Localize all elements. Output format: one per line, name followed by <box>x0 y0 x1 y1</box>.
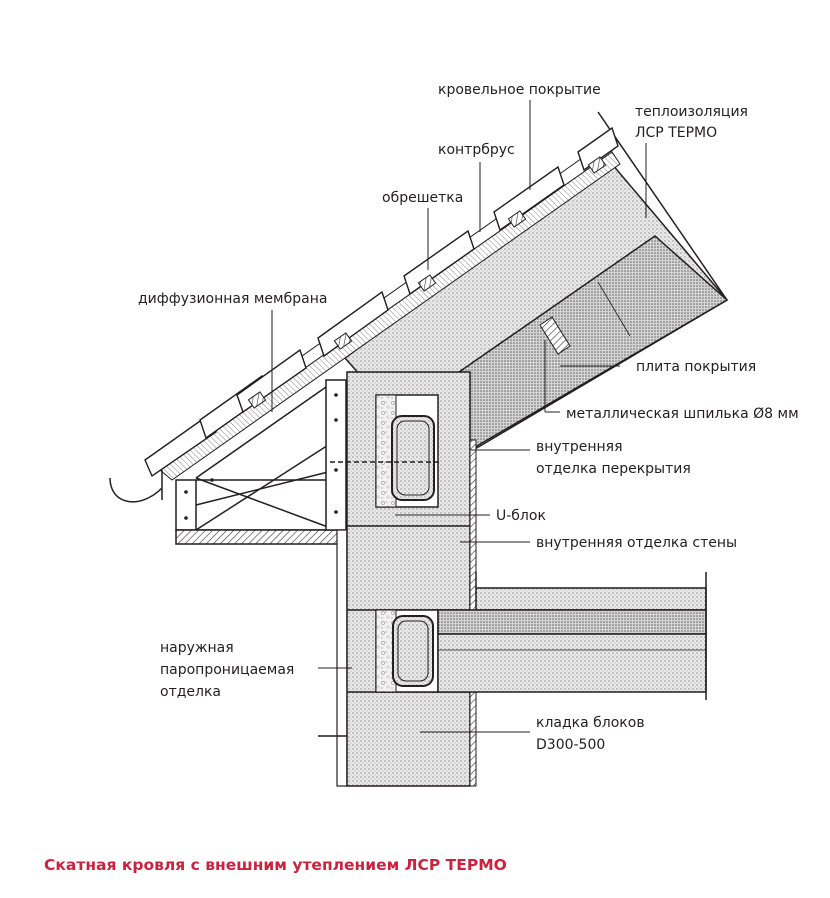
label-ceiling-1: внутренняя <box>536 439 623 455</box>
label-masonry-1: кладка блоков <box>536 715 645 731</box>
floor-slab <box>437 572 707 700</box>
label-stud: металлическая шпилька Ø8 мм <box>566 406 799 422</box>
label-batten: обрешетка <box>382 190 463 206</box>
label-ceiling-2: отделка перекрытия <box>536 461 691 477</box>
gutter <box>109 477 163 503</box>
u-block-lower <box>375 609 439 693</box>
label-roofing: кровельное покрытие <box>438 82 601 98</box>
label-wall-finish: внутренняя отделка стены <box>536 535 737 551</box>
label-masonry-2: D300-500 <box>536 737 605 753</box>
metal-stud-detail <box>539 316 571 355</box>
label-exterior-2: паропроницаемая <box>160 662 294 678</box>
label-insulation-2: ЛСР ТЕРМО <box>635 125 717 141</box>
label-insulation-1: теплоизоляция <box>635 104 748 120</box>
u-block-upper <box>375 394 439 508</box>
diagram-caption: Скатная кровля с внешним утеплением ЛСР … <box>44 856 507 874</box>
label-ublock: U-блок <box>496 508 546 524</box>
label-membrane: диффузионная мембрана <box>138 291 327 307</box>
label-slab: плита покрытия <box>636 359 756 375</box>
eave-truss <box>175 379 347 545</box>
leader-lines <box>271 100 647 733</box>
labels: кровельное покрытие теплоизоляция ЛСР ТЕ… <box>138 82 799 753</box>
label-exterior-3: отделка <box>160 684 221 700</box>
label-counter-batten: контрбрус <box>438 142 515 158</box>
wall <box>318 371 707 787</box>
battens <box>247 156 607 409</box>
label-exterior-1: наружная <box>160 640 234 656</box>
roof-tiles <box>144 126 619 478</box>
